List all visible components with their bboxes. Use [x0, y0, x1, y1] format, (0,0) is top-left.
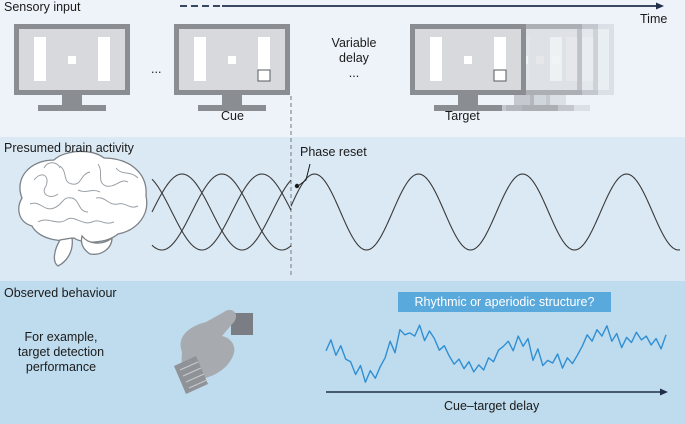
oscillation-waves [151, 173, 681, 251]
time-label: Time [640, 12, 668, 26]
variable-delay-ellipsis: ... [348, 66, 360, 80]
behaviour-trace-line [325, 324, 667, 383]
phase-reset-pointer [294, 163, 311, 189]
pre-reset-wave-3 [151, 173, 292, 251]
example-text-line2: target detection [17, 345, 105, 359]
pre-reset-wave-1 [151, 173, 292, 251]
variable-delay-line1: Variable [331, 36, 377, 50]
monitor-ellipsis: ... [151, 62, 162, 76]
cue-monitor [174, 24, 290, 111]
post-reset-wave [290, 173, 681, 251]
cue-target-delay-axis [326, 388, 668, 396]
example-text-line1: For example, [24, 330, 98, 344]
target-label: Target [445, 109, 480, 123]
behaviour-trace [325, 324, 667, 383]
monitor-1 [14, 24, 130, 111]
time-arrow [180, 2, 664, 10]
brain-icon [18, 150, 148, 267]
example-text-line3: performance [25, 360, 97, 374]
phase-reset-label: Phase reset [300, 145, 367, 159]
target-monitor [410, 24, 526, 111]
brain-activity-title: Presumed brain activity [4, 141, 134, 155]
x-axis-label: Cue–target delay [444, 399, 540, 413]
hand-press-icon [174, 309, 253, 394]
observed-behaviour-title: Observed behaviour [4, 286, 117, 300]
rhythmic-question-box: Rhythmic or aperiodic structure? [398, 292, 611, 312]
variable-delay-line2: delay [339, 51, 369, 65]
cue-label: Cue [221, 109, 244, 123]
pre-reset-wave-2 [151, 173, 292, 251]
sensory-input-title: Sensory input [4, 0, 81, 14]
